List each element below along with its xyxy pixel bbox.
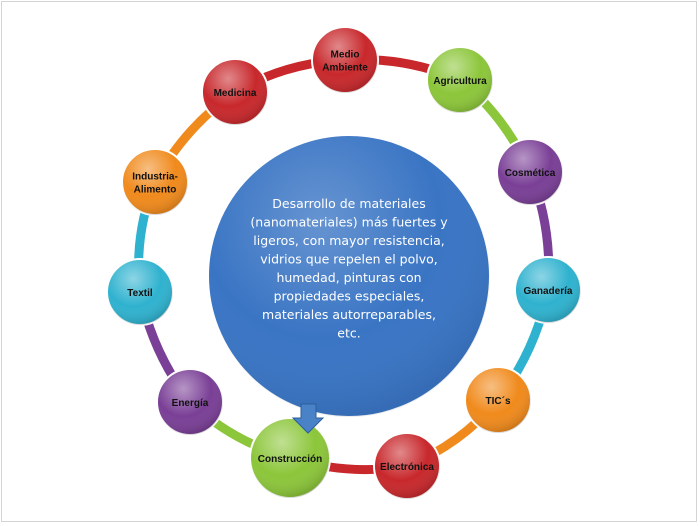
- node-textil: Textil: [106, 258, 174, 326]
- center-circle: Desarrollo de materiales(nanomateriales)…: [207, 134, 491, 418]
- node-ganadera: Ganadería: [514, 256, 582, 324]
- node-label: Construcción: [258, 454, 322, 465]
- node-tics: TIC´s: [464, 366, 532, 434]
- node-energa: Energía: [156, 368, 224, 436]
- node-label: Cosmética: [505, 168, 556, 179]
- node-electrnica: Electrónica: [373, 432, 441, 500]
- node-agricultura: Agricultura: [426, 46, 494, 114]
- center-description: Desarrollo de materiales(nanomateriales)…: [250, 196, 448, 341]
- node-label: Medicina: [214, 88, 257, 99]
- node-medicina: Medicina: [201, 58, 269, 126]
- node-label: Agricultura: [433, 76, 487, 87]
- node-label: Energía: [172, 398, 209, 409]
- node-label: Ganadería: [524, 286, 573, 297]
- node-label: Textil: [127, 288, 153, 299]
- node-construccin: Construcción: [249, 417, 331, 499]
- node-label: TIC´s: [486, 396, 511, 407]
- arrow-icon: [291, 403, 325, 434]
- node-label: Electrónica: [380, 462, 434, 473]
- node-label: Industria-Alimento: [132, 172, 178, 196]
- node-industriaalimento: Industria-Alimento: [121, 148, 189, 216]
- node-cosmtica: Cosmética: [496, 138, 564, 206]
